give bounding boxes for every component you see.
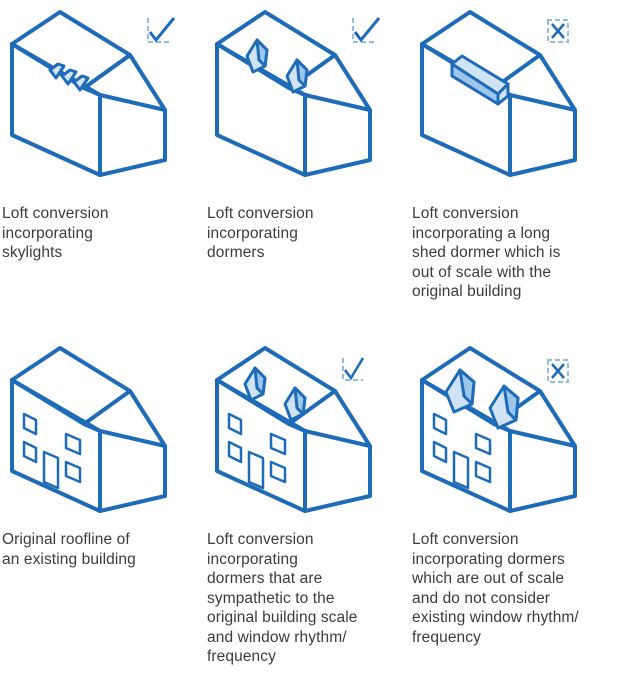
caption: Loft conversion incorporating dormers xyxy=(207,205,314,261)
item-long-dormer: Loft conversion incorporating a long she… xyxy=(410,0,610,320)
item-skylights: Loft conversion incorporating skylights xyxy=(0,0,200,320)
caption: Loft conversion incorporating skylights xyxy=(2,205,109,261)
house-sympathetic-dormers-illustration xyxy=(215,346,372,513)
rejected-cross-icon xyxy=(546,358,570,384)
approved-tick-icon xyxy=(146,16,176,43)
caption: Original roofline of an existing buildin… xyxy=(2,531,136,568)
item-dormers: Loft conversion incorporating dormers xyxy=(205,0,405,320)
item-original-roofline: Original roofline of an existing buildin… xyxy=(0,336,200,666)
house-out-of-scale-dormers-illustration xyxy=(420,346,577,513)
dormers xyxy=(243,366,307,422)
item-out-of-scale-dormers: Loft conversion incorporating dormers wh… xyxy=(410,336,610,666)
house-skylights-illustration xyxy=(10,10,167,177)
facade-windows xyxy=(227,412,287,490)
caption: Loft conversion incorporating dormers wh… xyxy=(412,531,579,646)
house-long-dormer-illustration xyxy=(420,10,577,177)
house-dormers-illustration xyxy=(215,10,372,177)
caption: Loft conversion incorporating a long she… xyxy=(412,205,561,300)
facade-windows xyxy=(432,412,492,490)
caption: Loft conversion incorporating dormers th… xyxy=(207,531,358,665)
house-original-illustration xyxy=(10,346,167,513)
approved-tick-icon xyxy=(341,356,365,382)
approved-tick-icon xyxy=(351,16,381,43)
long-shed-dormer xyxy=(450,54,510,106)
dormers xyxy=(245,38,309,94)
facade-windows xyxy=(22,412,82,490)
large-dormers xyxy=(444,368,520,430)
skylights xyxy=(48,62,90,92)
item-sympathetic-dormers: Loft conversion incorporating dormers th… xyxy=(205,336,405,666)
rejected-cross-icon xyxy=(546,18,570,44)
